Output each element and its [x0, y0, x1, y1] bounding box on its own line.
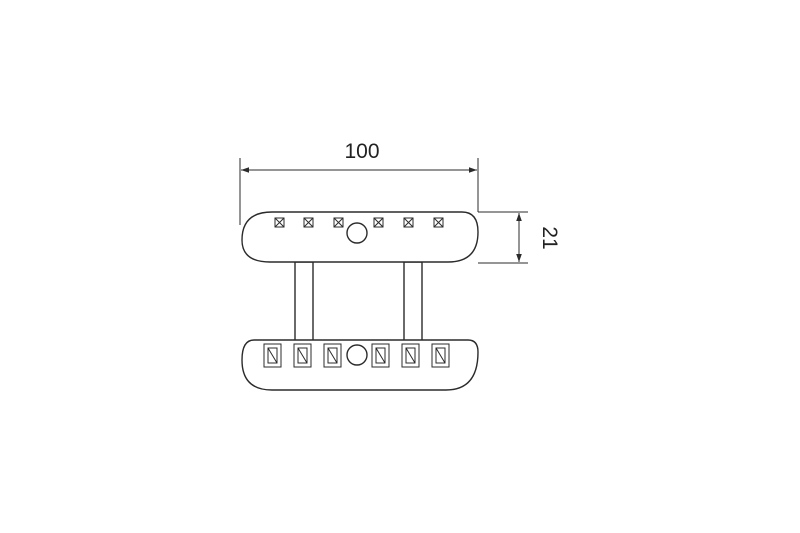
height-dimension: 21 [478, 211, 561, 264]
top-marker [274, 217, 285, 228]
bottom-slot [401, 343, 420, 368]
bottom-slot [293, 343, 312, 368]
left-post [294, 261, 314, 343]
top-center-hole [346, 222, 368, 244]
top-terminal-markers [274, 217, 444, 228]
top-marker [333, 217, 344, 228]
width-dimension: 100 [239, 140, 479, 225]
width-label: 100 [344, 140, 379, 163]
top-part-outline [241, 211, 479, 263]
bottom-slot [263, 343, 282, 368]
top-marker [303, 217, 314, 228]
right-post [403, 261, 423, 343]
bottom-slot [323, 343, 342, 368]
top-marker [403, 217, 414, 228]
height-label: 21 [538, 226, 561, 249]
bottom-terminal-slots [263, 343, 450, 368]
top-marker [433, 217, 444, 228]
bottom-center-hole [346, 344, 368, 366]
bottom-slot [431, 343, 450, 368]
top-marker [373, 217, 384, 228]
bottom-slot [371, 343, 390, 368]
